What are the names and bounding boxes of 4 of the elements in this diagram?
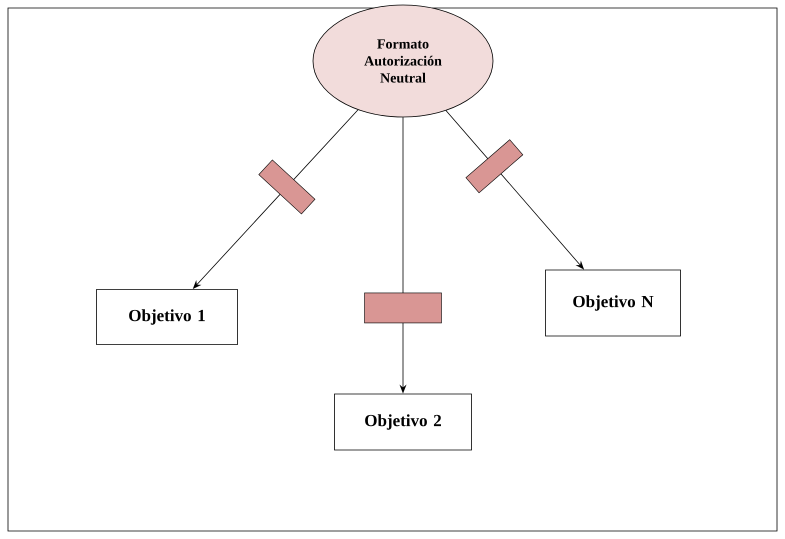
- target-box: Objetivo 1: [96, 289, 238, 345]
- target-box: Objetivo N: [545, 270, 681, 336]
- oval-node: Formato Autorización Neutral: [312, 4, 494, 118]
- target-box: Objetivo 2: [334, 394, 472, 450]
